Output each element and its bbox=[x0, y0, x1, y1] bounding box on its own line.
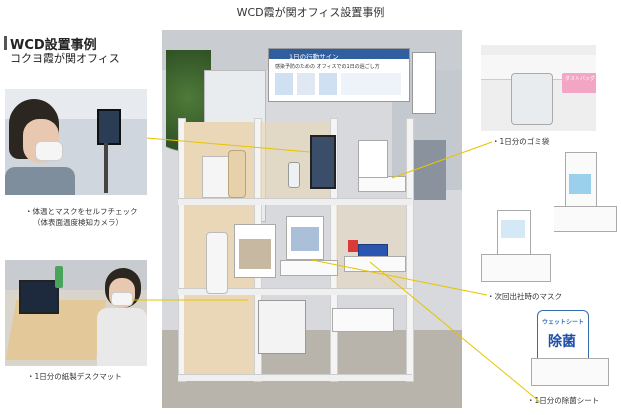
wipes-big-label: 除菌 bbox=[548, 334, 576, 350]
camera-caption-line1: ・体温とマスクをセルフチェック bbox=[25, 207, 138, 216]
kiosk-tablet bbox=[97, 109, 121, 145]
section-marker bbox=[4, 36, 7, 50]
mask-caption: ・次回出社時のマスク bbox=[487, 292, 562, 301]
section-title: WCD設置事例 bbox=[10, 38, 97, 53]
temperature-kiosk bbox=[310, 135, 336, 189]
face-mask bbox=[35, 141, 63, 161]
sign-header: 1日の行動サイン bbox=[289, 53, 339, 61]
sign-text: 感染予防のための オフィスでの1日の過ごし方 bbox=[275, 64, 380, 70]
daily-action-sign: 1日の行動サイン 感染予防のための オフィスでの1日の過ごし方 bbox=[268, 48, 410, 102]
trash-label: ダストバッグ bbox=[562, 73, 596, 93]
wipes-caption: ・1日分の除菌シート bbox=[527, 396, 600, 405]
callout-trash-bag bbox=[391, 141, 493, 179]
trash-bag-photo: ダストバッグ bbox=[481, 45, 596, 131]
callout-camera bbox=[146, 137, 311, 153]
mat-info-card bbox=[234, 224, 276, 278]
wipes-small-label: ウェットシート bbox=[542, 319, 585, 326]
callout-wipes bbox=[369, 261, 541, 403]
desk-mat-caption: ・1日分の紙製デスクマット bbox=[27, 372, 122, 381]
paper-roll bbox=[206, 232, 228, 294]
page-title: WCD霞が関オフィス設置事例 bbox=[236, 6, 385, 19]
station-photo: 1日の行動サイン 感染予防のための オフィスでの1日の過ごし方 bbox=[162, 30, 462, 408]
laptop bbox=[19, 280, 59, 314]
camera-caption-line2: （体表面温度検知カメラ） bbox=[33, 218, 123, 227]
section-subtitle: コクヨ霞が関オフィス bbox=[10, 52, 120, 65]
trash-bag-caption: ・1日分のゴミ袋 bbox=[492, 137, 550, 146]
sanitizer-bottle bbox=[288, 162, 300, 188]
desk-mat-photo bbox=[5, 260, 147, 366]
wipes-photo: ウェットシート 除菌 bbox=[529, 308, 611, 390]
hanging-bag bbox=[511, 73, 553, 125]
mask-photo bbox=[477, 206, 554, 286]
storage-box bbox=[258, 300, 306, 354]
mask-tray bbox=[280, 260, 338, 276]
callout-mask bbox=[311, 259, 488, 296]
temperature-check-photo bbox=[5, 89, 147, 195]
